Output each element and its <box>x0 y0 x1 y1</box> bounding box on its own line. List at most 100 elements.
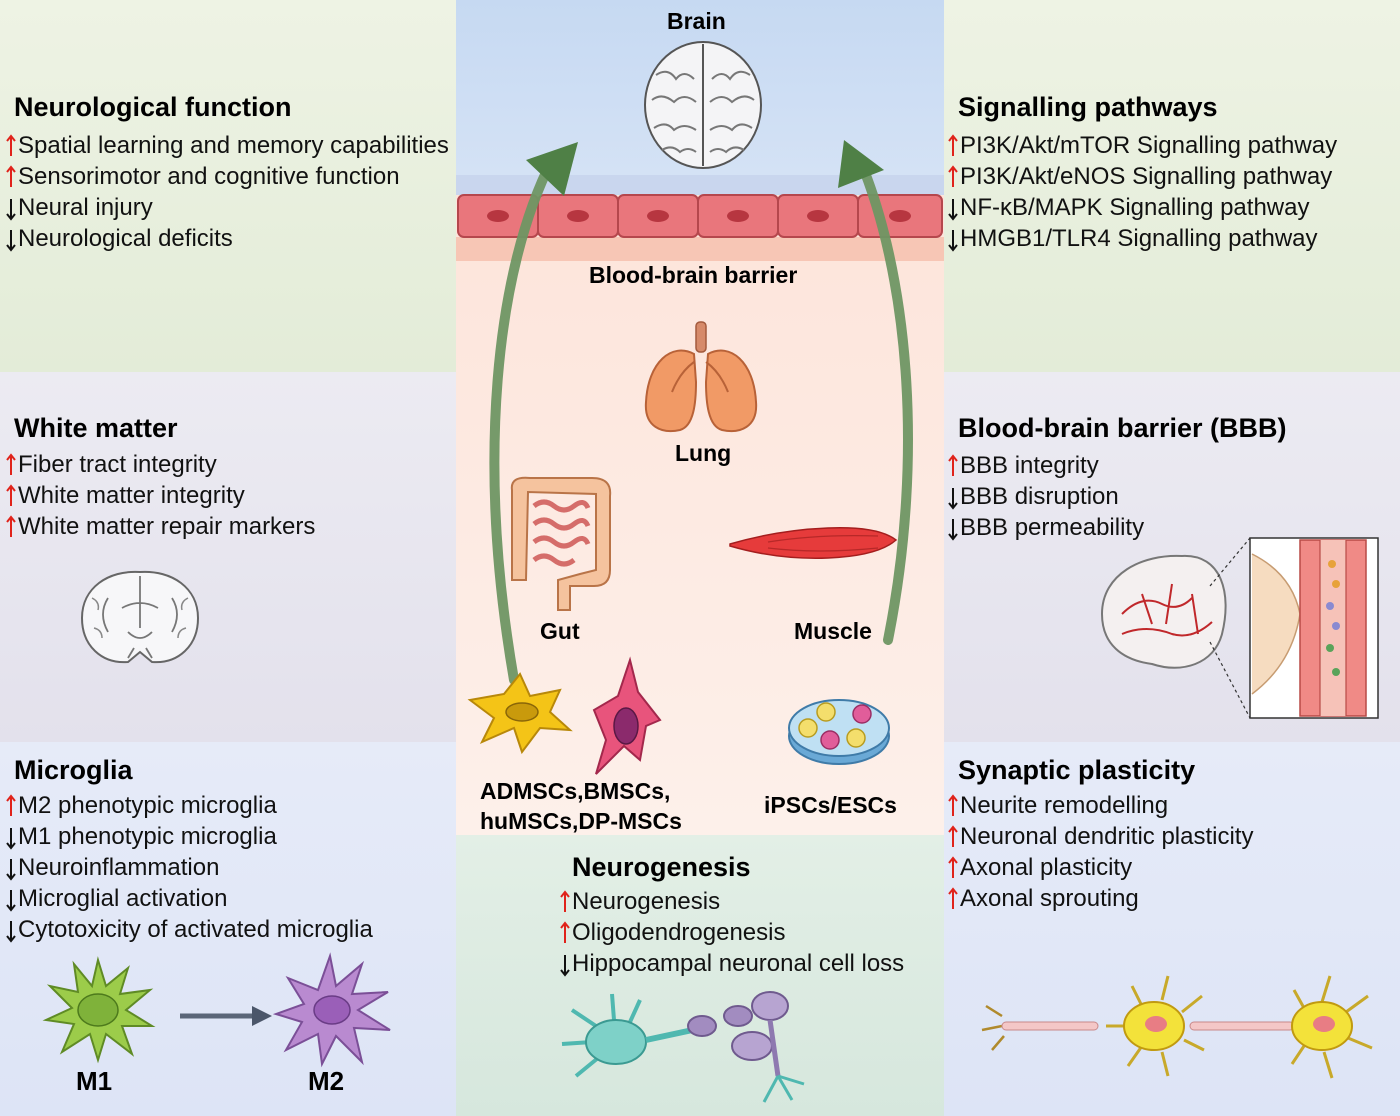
list-item-text: Neuroinflammation <box>18 854 220 881</box>
list-item-text: PI3K/Akt/eNOS Signalling pathway <box>960 163 1333 190</box>
decrease-arrow-icon <box>948 199 958 221</box>
ipsc-dish-icon <box>788 699 890 765</box>
ipsc-label: iPSCs/ESCs <box>764 792 897 818</box>
white-matter-title: White matter <box>14 413 178 443</box>
panel-neurological-function <box>0 0 456 372</box>
increase-arrow-icon <box>948 794 958 816</box>
panel-neurogenesis <box>456 835 944 1116</box>
increase-arrow-icon <box>560 890 570 912</box>
increase-arrow-icon <box>6 134 16 156</box>
msc-label-line1: ADMSCs,BMSCs, <box>480 778 671 804</box>
list-item: Neuroinflammation <box>6 852 446 883</box>
bbb-title: Blood-brain barrier (BBB) <box>958 413 1287 443</box>
gut-label: Gut <box>540 618 580 644</box>
list-item: Axonal sprouting <box>948 883 1388 914</box>
lung-icon <box>644 321 758 432</box>
m2-label: M2 <box>308 1066 345 1096</box>
gut-icon <box>510 476 612 611</box>
microglia-transition-icon <box>42 952 391 1068</box>
list-item-text: Sensorimotor and cognitive function <box>18 163 400 190</box>
list-item: Fiber tract integrity <box>6 449 446 480</box>
list-item: Oligodendrogenesis <box>560 917 940 948</box>
decrease-arrow-icon <box>6 921 16 943</box>
decrease-arrow-icon <box>6 828 16 850</box>
list-item: PI3K/Akt/eNOS Signalling pathway <box>948 161 1394 192</box>
msc-cells-icon <box>467 656 662 775</box>
list-item: BBB permeability <box>948 512 1388 543</box>
neurogenesis-title: Neurogenesis <box>572 852 751 882</box>
left-migration-arrow <box>489 155 557 685</box>
list-item: Neurite remodelling <box>948 790 1388 821</box>
bbb-cell-layer <box>456 175 944 261</box>
list-item: White matter repair markers <box>6 511 446 542</box>
list-item: M1 phenotypic microglia <box>6 821 446 852</box>
increase-arrow-icon <box>948 134 958 156</box>
neurological-function-list: Spatial learning and memory capabilities… <box>6 130 449 254</box>
list-item: NF-κB/MAPK Signalling pathway <box>948 192 1394 223</box>
decrease-arrow-icon <box>6 199 16 221</box>
decrease-arrow-icon <box>6 859 16 881</box>
increase-arrow-icon <box>6 453 16 475</box>
decrease-arrow-icon <box>6 230 16 252</box>
list-item: M2 phenotypic microglia <box>6 790 446 821</box>
decrease-arrow-icon <box>948 519 958 541</box>
list-item: Hippocampal neuronal cell loss <box>560 948 940 979</box>
list-item-text: Neurite remodelling <box>960 792 1169 819</box>
list-item-text: BBB disruption <box>960 483 1119 510</box>
decrease-arrow-icon <box>948 230 958 252</box>
decrease-arrow-icon <box>948 488 958 510</box>
panel-signalling-pathways <box>944 0 1400 372</box>
muscle-icon <box>729 527 898 559</box>
bbb-label: Blood-brain barrier <box>589 262 798 288</box>
list-item: White matter integrity <box>6 480 446 511</box>
list-item: Microglial activation <box>6 883 446 914</box>
neurological-function-title: Neurological function <box>14 92 292 122</box>
increase-arrow-icon <box>6 165 16 187</box>
increase-arrow-icon <box>6 794 16 816</box>
brain-icon <box>644 41 762 169</box>
increase-arrow-icon <box>6 515 16 537</box>
list-item: PI3K/Akt/mTOR Signalling pathway <box>948 130 1394 161</box>
list-item-text: NF-κB/MAPK Signalling pathway <box>960 194 1310 221</box>
msc-label-line2: huMSCs,DP-MSCs <box>480 808 682 834</box>
list-item-text: M1 phenotypic microglia <box>18 823 277 850</box>
white-matter-brain-icon <box>80 570 200 664</box>
list-item-text: M2 phenotypic microglia <box>18 792 277 819</box>
increase-arrow-icon <box>948 165 958 187</box>
increase-arrow-icon <box>948 454 958 476</box>
list-item-text: BBB permeability <box>960 514 1145 541</box>
lung-label: Lung <box>675 440 732 466</box>
list-item-text: Axonal sprouting <box>960 885 1139 912</box>
increase-arrow-icon <box>6 484 16 506</box>
list-item-text: Fiber tract integrity <box>18 451 217 478</box>
list-item-text: Cytotoxicity of activated microglia <box>18 916 373 943</box>
brain-label: Brain <box>667 8 726 34</box>
list-item-text: PI3K/Akt/mTOR Signalling pathway <box>960 132 1338 159</box>
increase-arrow-icon <box>948 856 958 878</box>
list-item-text: Oligodendrogenesis <box>572 919 786 946</box>
decrease-arrow-icon <box>6 890 16 912</box>
signalling-pathways-title: Signalling pathways <box>958 92 1218 122</box>
panel-white-matter <box>0 372 456 742</box>
list-item-text: Neurological deficits <box>18 225 233 252</box>
m2-microglia-icon <box>272 952 391 1068</box>
synaptic-plasticity-title: Synaptic plasticity <box>958 755 1196 785</box>
list-item: BBB integrity <box>948 450 1388 481</box>
increase-arrow-icon <box>948 887 958 909</box>
list-item: Neurogenesis <box>560 886 940 917</box>
decrease-arrow-icon <box>560 955 570 977</box>
microglia-title: Microglia <box>14 755 133 785</box>
list-item: Neuronal dendritic plasticity <box>948 821 1388 852</box>
synapse-neurons-icon <box>981 975 1373 1079</box>
bbb-vessel-brain-icon <box>1100 537 1379 719</box>
right-migration-arrow <box>855 155 913 645</box>
m1-microglia-icon <box>42 956 156 1064</box>
muscle-label: Muscle <box>794 618 872 644</box>
list-item-text: White matter repair markers <box>18 513 316 540</box>
m1-label: M1 <box>76 1066 113 1096</box>
list-item-text: Hippocampal neuronal cell loss <box>572 950 905 977</box>
list-item: HMGB1/TLR4 Signalling pathway <box>948 223 1394 254</box>
